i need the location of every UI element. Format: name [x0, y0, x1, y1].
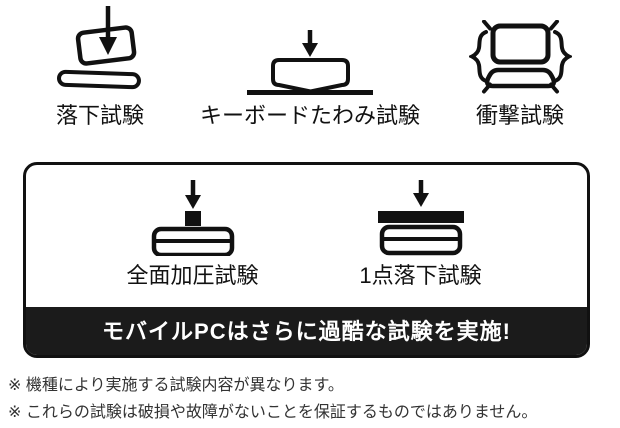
test-col-full-pressure: 全面加圧試験 [108, 178, 278, 289]
weight-block [184, 211, 201, 227]
test-col-drop: 落下試験 [0, 4, 200, 129]
pressure-weight-closed-laptop-icon [151, 180, 234, 257]
shock-brace-right [552, 30, 572, 83]
footnote-2: ※ これらの試験は破損や故障がないことを保証するものではありません。 [8, 404, 538, 422]
keyboard-flex-icon [247, 30, 373, 95]
test-label-keyboard-flex: キーボードたわみ試験 [200, 103, 421, 128]
shock-brace-left [468, 30, 488, 83]
test-col-shock: 衝撃試験 [420, 4, 620, 129]
drop-plate [377, 211, 464, 224]
shock-tick [548, 82, 559, 94]
test-label-full-pressure: 全面加圧試験 [126, 263, 259, 289]
plate-drop-closed-laptop-icon [377, 180, 464, 256]
footnote-1: ※ 機種により実施する試験内容が異なります。 [8, 376, 344, 394]
shock-tick [481, 82, 492, 94]
test-label-shock: 衝撃試験 [476, 103, 565, 128]
shock-tick [548, 20, 559, 31]
test-col-point-drop: 1点落下試験 [336, 178, 506, 289]
mobile-pc-banner: モバイルPCはさらに過酷な試験を実施! [26, 306, 587, 355]
test-label-drop: 落下試験 [55, 103, 144, 128]
top-test-row: 落下試験 キーボードたわみ試験 衝撃試験 [0, 0, 620, 129]
shock-laptop-icon [468, 20, 572, 94]
falling-laptop-icon [57, 6, 141, 90]
shock-tick [481, 20, 492, 31]
test-col-keyboard-flex: キーボードたわみ試験 [200, 4, 420, 129]
footnotes: ※ 機種により実施する試験内容が異なります。 ※ これらの試験は破損や故障がない… [8, 372, 620, 427]
test-label-point-drop: 1点落下試験 [359, 263, 482, 289]
mobile-pc-test-box: 全面加圧試験 1点落下試験 モバイルPCはさらに過酷な試験を実施! [23, 162, 590, 358]
